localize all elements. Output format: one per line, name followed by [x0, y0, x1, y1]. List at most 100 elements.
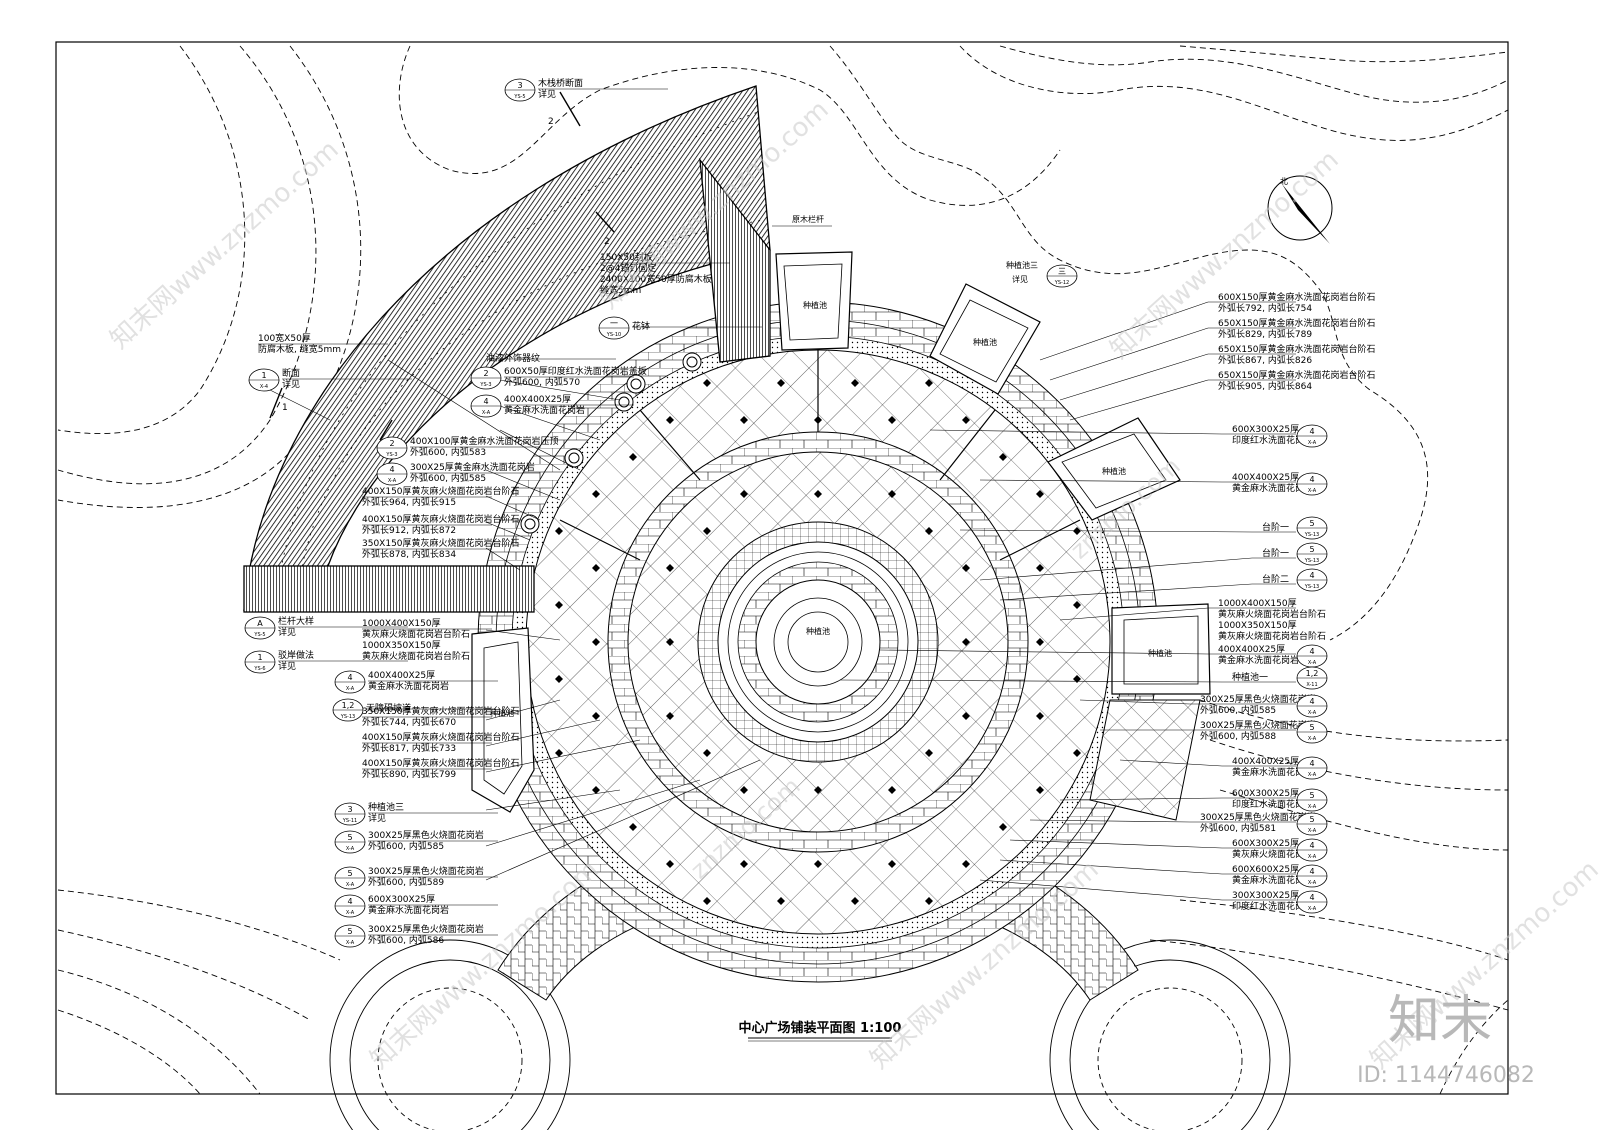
leader-left-1	[259, 384, 331, 421]
callout-left-8-line-2: 外弧600, 内弧583	[410, 446, 486, 458]
callout-left-17-line-1: 无障碍坡道	[366, 702, 411, 714]
paving-diamond	[925, 379, 933, 387]
callout-right-17-bubble-top: 4	[1309, 841, 1314, 850]
paving-diamond	[962, 416, 970, 424]
section-mark-2b: 2	[604, 237, 610, 247]
paving-diamond	[592, 490, 600, 498]
leader-right-10	[879, 649, 1209, 655]
paving-diamond	[666, 712, 674, 720]
callout-right-14-bubble-top: 4	[1309, 759, 1314, 768]
paving-diamond	[814, 786, 822, 794]
callout-right-17-line-2: 黄灰麻火烧面花岗岩	[1232, 848, 1313, 860]
callout-left-21-line-2: 详见	[368, 812, 386, 824]
callout-left-1-line-2: 详见	[282, 378, 300, 390]
callout-right-10-bubble-bottom: X-A	[1308, 660, 1317, 666]
section-mark-1a: 1	[282, 403, 288, 413]
callout-left-15-line-4: 黄灰麻火烧面花岗岩台阶石	[362, 650, 470, 662]
planter-west: 种植池	[471, 627, 535, 813]
roundabout-right	[1049, 939, 1291, 1130]
callout-left-5-line-1: 油漆外饰器纹	[486, 352, 540, 364]
callout-left-15-line-3: 1000X350X150厚	[362, 640, 441, 651]
callout-left-2-line-2: 详见	[538, 88, 556, 100]
paving-diamond	[851, 897, 859, 905]
callout-left-6-bubble-bottom: YS-3	[479, 382, 491, 388]
callout-right-12-line-2: 外弧600, 内弧585	[1200, 704, 1276, 716]
callout-right-14-bubble: 4X-A	[1296, 756, 1328, 780]
callout-right-13-bubble-bottom: X-A	[1308, 736, 1317, 742]
callout-top-0-bubble-top: 种植池三	[1006, 260, 1038, 270]
paving-diamond	[703, 527, 711, 535]
callout-left-6-line-2: 外弧600, 内弧570	[504, 376, 580, 388]
callout-right-17-bubble: 4X-A	[1296, 838, 1328, 862]
callout-left-20-line-2: 外弧长890, 内弧长799	[362, 768, 456, 780]
callout-right-14-line-2: 黄金麻水洗面花岗岩	[1232, 766, 1313, 778]
paving-diamond	[777, 897, 785, 905]
callout-right-5-line-1: 400X400X25厚	[1232, 472, 1299, 483]
paving-diamond	[555, 749, 563, 757]
leader-left-8	[485, 547, 521, 571]
callout-right-8-bubble-top: 4	[1309, 571, 1314, 580]
callout-right-6-bubble-bottom: YS-13	[1304, 532, 1319, 538]
callout-left-14-line-1: 驳岸做法	[278, 649, 314, 661]
paving-diamond	[629, 823, 637, 831]
callout-right-5-bubble-bottom: X-A	[1308, 488, 1317, 494]
callout-left-24-bubble: 4X-A	[334, 894, 366, 918]
callout-right-15-bubble-top: 5	[1309, 791, 1314, 800]
callout-left-16-bubble-bottom: X-A	[346, 686, 355, 692]
callout-left-8-bubble: 2YS-3	[376, 436, 408, 460]
callout-left-16-line-1: 400X400X25厚	[368, 670, 435, 681]
callout-left-22-bubble-bottom: X-A	[346, 846, 355, 852]
callout-left-13-bubble: AYS-5	[244, 616, 276, 640]
paving-diamond	[888, 786, 896, 794]
callout-top-1-line-1: 原木栏杆	[792, 214, 824, 224]
paving-diamond	[925, 527, 933, 535]
leader-right-12	[1079, 699, 1191, 705]
callout-right-13-bubble: 5X-A	[1296, 720, 1328, 744]
callout-right-10-line-2: 黄金麻水洗面花岗岩	[1218, 654, 1299, 666]
callout-right-6-line-1: 台阶一	[1262, 521, 1289, 533]
callout-left-23-bubble: 5X-A	[334, 866, 366, 890]
paving-diamond	[1036, 638, 1044, 646]
paving-diamond	[814, 860, 822, 868]
callout-left-3-line-3: 2400X100宽50厚防腐木板	[600, 273, 712, 285]
callout-left-23-bubble-bottom: X-A	[346, 882, 355, 888]
callout-left-21-bubble: 3YS-11	[334, 802, 366, 826]
paving-diamond	[740, 490, 748, 498]
paving-diamond	[1036, 786, 1044, 794]
paving-diamond	[703, 897, 711, 905]
section-mark-2a: 2	[548, 117, 554, 127]
callout-right-5-bubble-top: 4	[1309, 475, 1314, 484]
callout-right-11-bubble-top: 1,2	[1306, 669, 1319, 678]
leader-right-18	[999, 859, 1223, 875]
paving-diamond	[999, 823, 1007, 831]
callout-right-15-bubble: 5X-A	[1296, 788, 1328, 812]
paving-diamond	[740, 416, 748, 424]
callout-left-17-bubble-top: 1,2	[342, 701, 355, 710]
callout-left-8-line-1: 400X100厚黄金麻水洗面花岗岩压顶	[410, 435, 559, 447]
callout-right-8-line-1: 台阶二	[1262, 573, 1289, 585]
callout-right-18-bubble-bottom: X-A	[1308, 880, 1317, 886]
leader-right-5	[979, 479, 1223, 483]
paving-diamond	[999, 453, 1007, 461]
plaza-inner-rings	[607, 431, 1029, 853]
callout-right-16-bubble: 5X-A	[1296, 812, 1328, 836]
paving-diamond	[703, 379, 711, 387]
planter-east: 种植池	[1047, 417, 1181, 521]
callout-right-12-line-1: 300X25厚黑色火烧面花岗岩	[1200, 693, 1316, 705]
watermark-id: ID: 1144746082	[1357, 1063, 1535, 1088]
paving-diamond	[1036, 490, 1044, 498]
callout-top-0b-bubble: 三YS-12	[1046, 264, 1078, 288]
callout-left-13-line-1: 栏杆大样	[278, 615, 314, 627]
callout-right-4-line-1: 600X300X25厚	[1232, 424, 1299, 435]
callout-right-7-bubble-top: 5	[1309, 545, 1314, 554]
leader-left-15	[485, 759, 761, 881]
callout-left-7-bubble-top: 4	[483, 397, 488, 406]
callout-left-22-bubble-top: 5	[347, 833, 352, 842]
callout-right-17-bubble-bottom: X-A	[1308, 854, 1317, 860]
callout-right-9-line-4: 黄灰麻火烧面花岗岩台阶石	[1218, 630, 1326, 642]
leader-right-15	[1059, 797, 1223, 801]
callout-top-0b-bubble-bottom: YS-12	[1054, 280, 1069, 286]
callout-left-2-bubble: 3YS-5	[504, 78, 536, 102]
